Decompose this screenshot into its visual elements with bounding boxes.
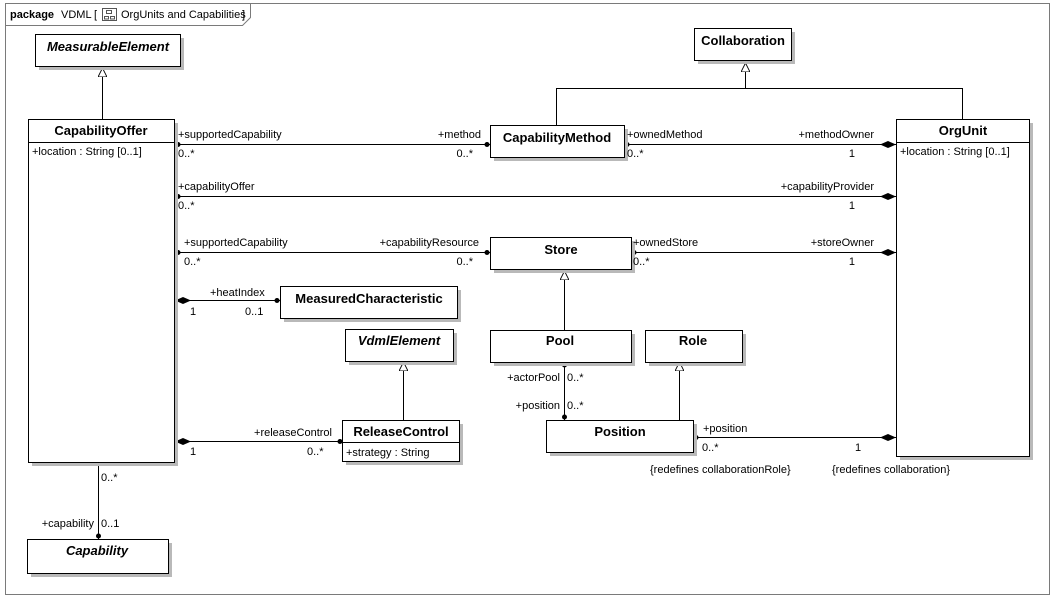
class-name: CapabilityMethod	[503, 130, 611, 145]
class-collaboration[interactable]: Collaboration	[694, 28, 796, 65]
role-label: +capabilityProvider	[781, 181, 875, 193]
role-label: +position	[516, 400, 560, 412]
constraint-label: {redefines collaborationRole}	[650, 464, 791, 476]
class-name: MeasuredCharacteristic	[295, 291, 442, 306]
role-label: +storeOwner	[811, 237, 875, 249]
class-name: Pool	[546, 333, 574, 348]
multiplicity-label: 1	[849, 256, 855, 268]
multiplicity-label: 0..*	[178, 148, 195, 160]
multiplicity-label: 1	[190, 306, 196, 318]
role-label: +capabilityOffer	[178, 181, 255, 193]
multiplicity-label: 0..*	[567, 372, 584, 384]
multiplicity-label: 1	[190, 446, 196, 458]
connectors	[96, 63, 963, 539]
frame-keyword: package	[10, 9, 54, 21]
frame-package-name: VDML	[61, 9, 92, 21]
class-name: Store	[544, 242, 577, 257]
class-position[interactable]: Position	[546, 420, 698, 457]
multiplicity-label: 0..1	[245, 306, 263, 318]
class-pool[interactable]: Pool	[490, 330, 636, 367]
role-label: +method	[438, 129, 481, 141]
multiplicity-label: 0..*	[184, 256, 201, 268]
role-label: +heatIndex	[210, 287, 265, 299]
multiplicity-label: 0..*	[633, 256, 650, 268]
role-label: +ownedMethod	[627, 129, 703, 141]
class-capability[interactable]: Capability	[27, 539, 173, 578]
multiplicity-label: 0..*	[101, 472, 118, 484]
class-release-control[interactable]: ReleaseControl +strategy : String	[342, 420, 464, 466]
frame-bracket-close: ]	[242, 9, 245, 21]
role-label: +capabilityResource	[380, 237, 479, 249]
diagram-frame: package VDML [ OrgUnits and Capabilities…	[5, 3, 1050, 595]
class-measured-characteristic[interactable]: MeasuredCharacteristic	[280, 286, 462, 323]
multiplicity-label: 0..*	[307, 446, 324, 458]
frame-diagram-name: OrgUnits and Capabilities	[121, 9, 246, 21]
class-name: MeasurableElement	[47, 39, 170, 54]
class-name: Collaboration	[701, 33, 785, 48]
association-labels: +supportedCapability 0..* +method 0..* +…	[42, 129, 951, 530]
role-label: +ownedStore	[633, 237, 698, 249]
class-measurable-element[interactable]: MeasurableElement	[35, 34, 185, 71]
class-name: CapabilityOffer	[54, 123, 147, 138]
class-attribute-location: +location : String [0..1]	[900, 146, 1010, 158]
class-role[interactable]: Role	[645, 330, 747, 367]
class-org-unit[interactable]: OrgUnit +location : String [0..1]	[896, 119, 1034, 461]
role-label: +actorPool	[507, 372, 560, 384]
class-name: Capability	[66, 543, 129, 558]
class-capability-method[interactable]: CapabilityMethod	[490, 125, 629, 162]
class-name: Role	[679, 333, 707, 348]
class-vdml-element[interactable]: VdmlElement	[345, 329, 458, 366]
multiplicity-label: 0..*	[702, 442, 719, 454]
constraint-label: {redefines collaboration}	[832, 464, 950, 476]
multiplicity-label: 0..*	[567, 400, 584, 412]
class-attribute-strategy: +strategy : String	[346, 447, 429, 459]
role-label: +position	[703, 423, 747, 435]
generalization-branches	[556, 88, 963, 125]
multiplicity-label: 1	[849, 148, 855, 160]
class-name: Position	[594, 424, 645, 439]
multiplicity-label: 1	[855, 442, 861, 454]
frame-bracket-open: [	[94, 9, 97, 21]
role-label: +supportedCapability	[178, 129, 282, 141]
multiplicity-label: 0..*	[456, 256, 473, 268]
role-label: +methodOwner	[798, 129, 874, 141]
class-diagram-icon	[102, 8, 117, 21]
multiplicity-label: 0..*	[627, 148, 644, 160]
class-name: VdmlElement	[358, 333, 441, 348]
role-label: +releaseControl	[254, 427, 332, 439]
class-attribute-location: +location : String [0..1]	[32, 146, 142, 158]
role-label: +supportedCapability	[184, 237, 288, 249]
class-store[interactable]: Store	[490, 237, 636, 274]
class-capability-offer[interactable]: CapabilityOffer +location : String [0..1…	[28, 119, 179, 467]
class-name: ReleaseControl	[353, 424, 448, 439]
multiplicity-label: 0..*	[456, 148, 473, 160]
role-label: +capability	[42, 518, 95, 530]
multiplicity-label: 0..*	[178, 200, 195, 212]
multiplicity-label: 1	[849, 200, 855, 212]
class-name: OrgUnit	[939, 123, 988, 138]
multiplicity-label: 0..1	[101, 518, 119, 530]
